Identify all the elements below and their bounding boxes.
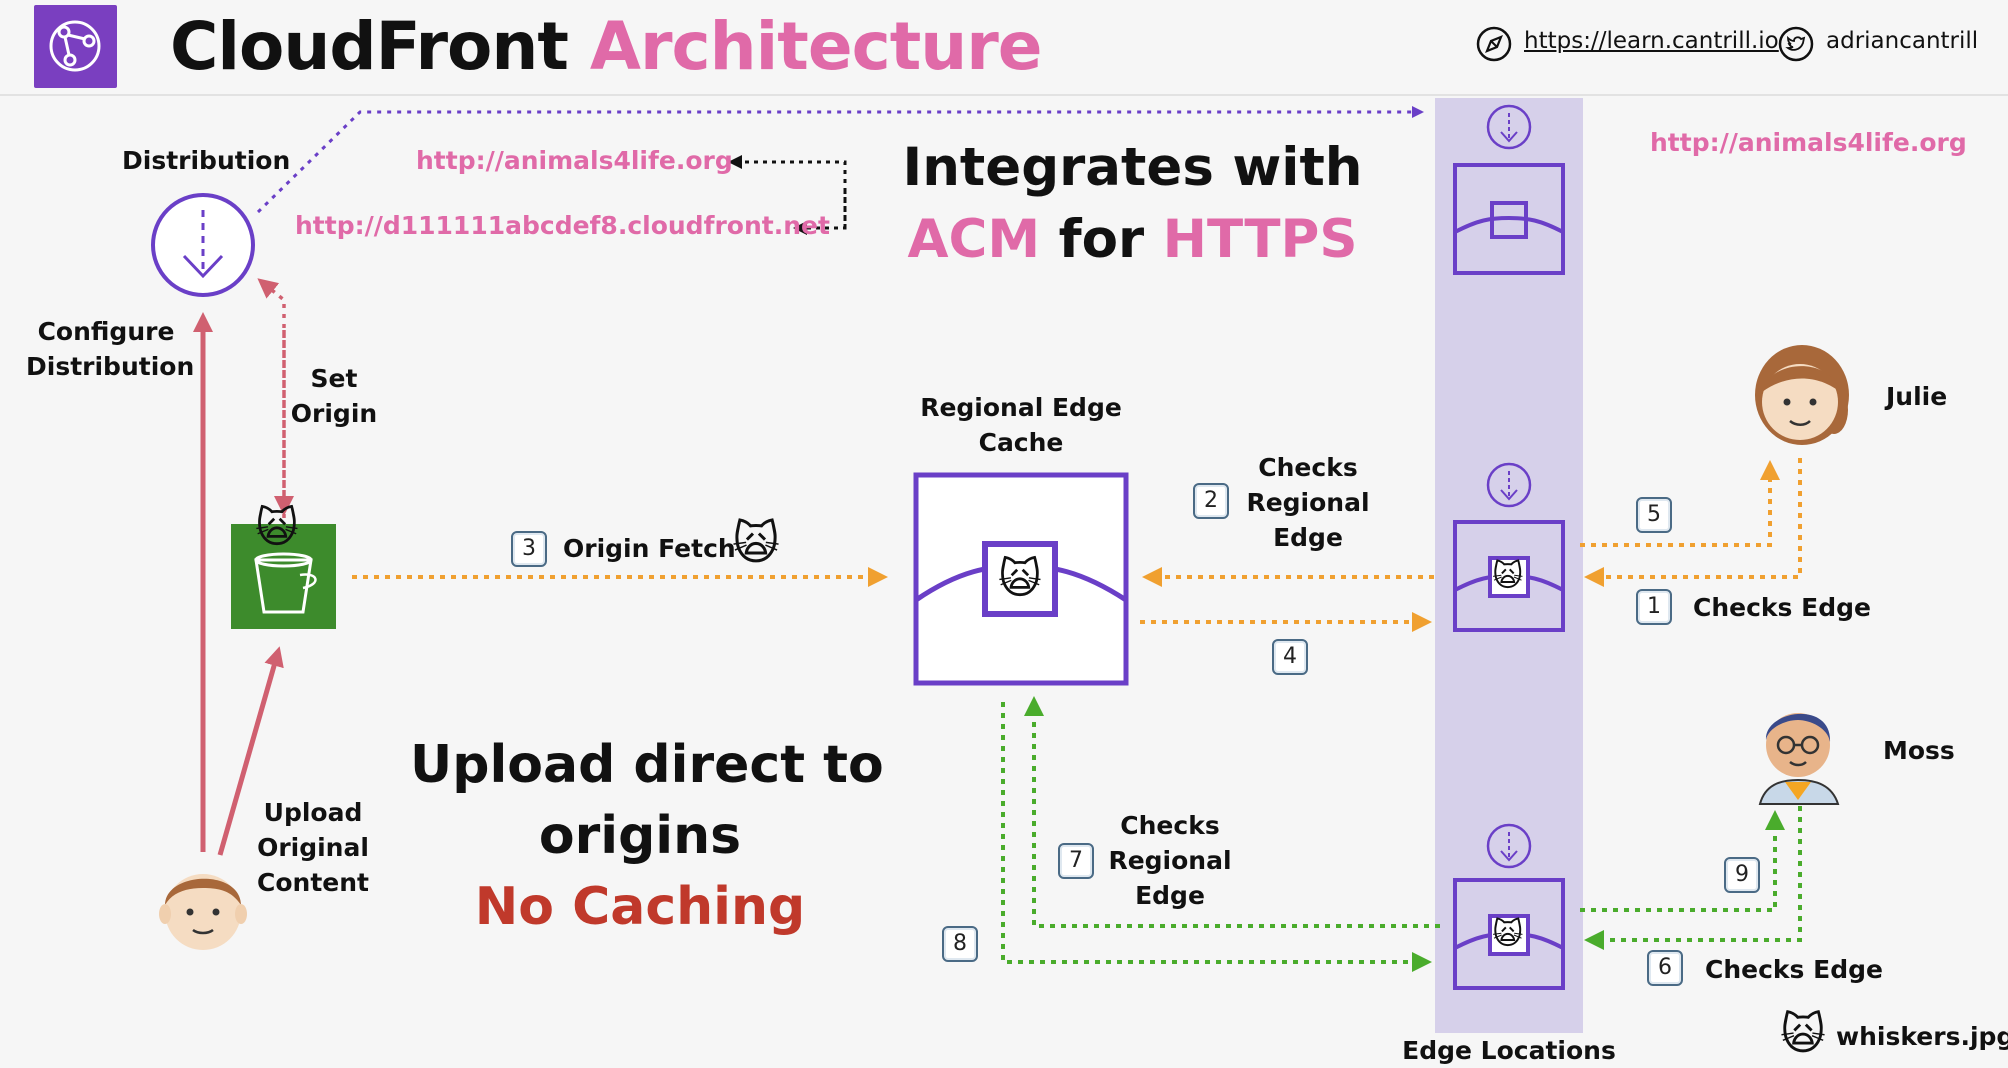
origin-fetch-label: Origin Fetch	[563, 534, 736, 563]
distribution-to-edge-arrow	[256, 106, 1424, 214]
cat-face-icon: 🙀	[732, 516, 780, 570]
regional-to-edge-green-arrow	[1001, 702, 1432, 972]
step-badge-8: 8	[942, 926, 978, 962]
cloudfront-logo-icon	[34, 5, 117, 88]
step-badge-4: 4	[1272, 639, 1308, 675]
step-badge-2: 2	[1193, 483, 1229, 519]
twitter-handle[interactable]: adriancantrill	[1826, 28, 1979, 54]
checks-edge-label-6: Checks Edge	[1705, 955, 1883, 984]
checks-regional-edge-label-2: Checks Regional Edge	[1108, 811, 1232, 910]
website-link[interactable]: https://learn.cantrill.io	[1524, 28, 1779, 54]
checks-regional-edge-label: Checks Regional Edge	[1246, 453, 1370, 552]
step-badge-5: 5	[1636, 497, 1672, 533]
twitter-bird-icon	[1778, 26, 1814, 62]
custom-domain-url[interactable]: http://animals4life.org	[416, 146, 733, 175]
compass-icon	[1476, 26, 1512, 62]
julie-checks-edge-arrow	[1584, 458, 1802, 587]
set-origin-arrow-up	[257, 278, 286, 518]
cat-face-icon: 🙀	[1780, 1009, 1826, 1060]
cat-face-icon: 🙀	[1492, 559, 1524, 594]
distribution-icon	[151, 193, 255, 297]
moss-avatar	[1758, 713, 1840, 805]
configure-distribution-label: Configure Distribution	[26, 317, 195, 381]
edge-to-julie-arrow	[1580, 460, 1780, 547]
s3-bucket-icon	[231, 524, 336, 629]
edge-location-middle-icon	[1453, 462, 1565, 632]
edge-location-bottom-icon	[1453, 823, 1565, 990]
regional-edge-cache-icon	[913, 472, 1129, 686]
custom-domain-url-right[interactable]: http://animals4life.org	[1650, 128, 1967, 157]
object-name-label: whiskers.jpg	[1836, 1022, 2008, 1051]
cat-face-icon: 🙀	[998, 554, 1042, 603]
upload-content-arrow	[217, 646, 284, 856]
step-badge-3: 3	[511, 531, 547, 567]
julie-avatar	[1755, 345, 1849, 445]
edge-location-top-icon	[1453, 104, 1565, 275]
set-origin-label: Set Origin	[290, 364, 378, 428]
cat-face-icon: 🙀	[1492, 917, 1524, 952]
url-alias-arrow-top	[728, 155, 847, 228]
upload-original-content-label: Upload Original Content	[257, 798, 369, 897]
step-badge-6: 6	[1647, 950, 1683, 986]
distribution-label: Distribution	[122, 146, 291, 175]
url-alias-arrow-bottom	[793, 190, 847, 235]
cloudfront-domain-url[interactable]: http://d111111abcdef8.cloudfront.net	[295, 211, 830, 240]
upload-direct-callout: Upload direct to origins No Caching	[410, 735, 884, 937]
cat-face-icon: 🙀	[255, 503, 299, 552]
edge-to-moss-arrow	[1580, 810, 1785, 912]
regional-edge-cache-label: Regional Edge Cache	[920, 393, 1122, 457]
step-badge-7: 7	[1058, 843, 1094, 879]
julie-label: Julie	[1886, 382, 1948, 411]
checks-edge-label-1: Checks Edge	[1693, 593, 1871, 622]
step-badge-1: 1	[1636, 589, 1672, 625]
moss-checks-edge-arrow	[1584, 806, 1802, 950]
acm-callout: Integrates with ACM for HTTPS	[902, 137, 1363, 270]
uploader-avatar	[159, 874, 247, 950]
edge-locations-label: Edge Locations	[1402, 1036, 1616, 1065]
page-title: CloudFront Architecture	[170, 8, 1043, 85]
check-regional-edge-green-arrow	[1024, 696, 1440, 928]
header-bar	[0, 0, 2008, 96]
moss-label: Moss	[1883, 736, 1955, 765]
step-badge-9: 9	[1724, 857, 1760, 893]
